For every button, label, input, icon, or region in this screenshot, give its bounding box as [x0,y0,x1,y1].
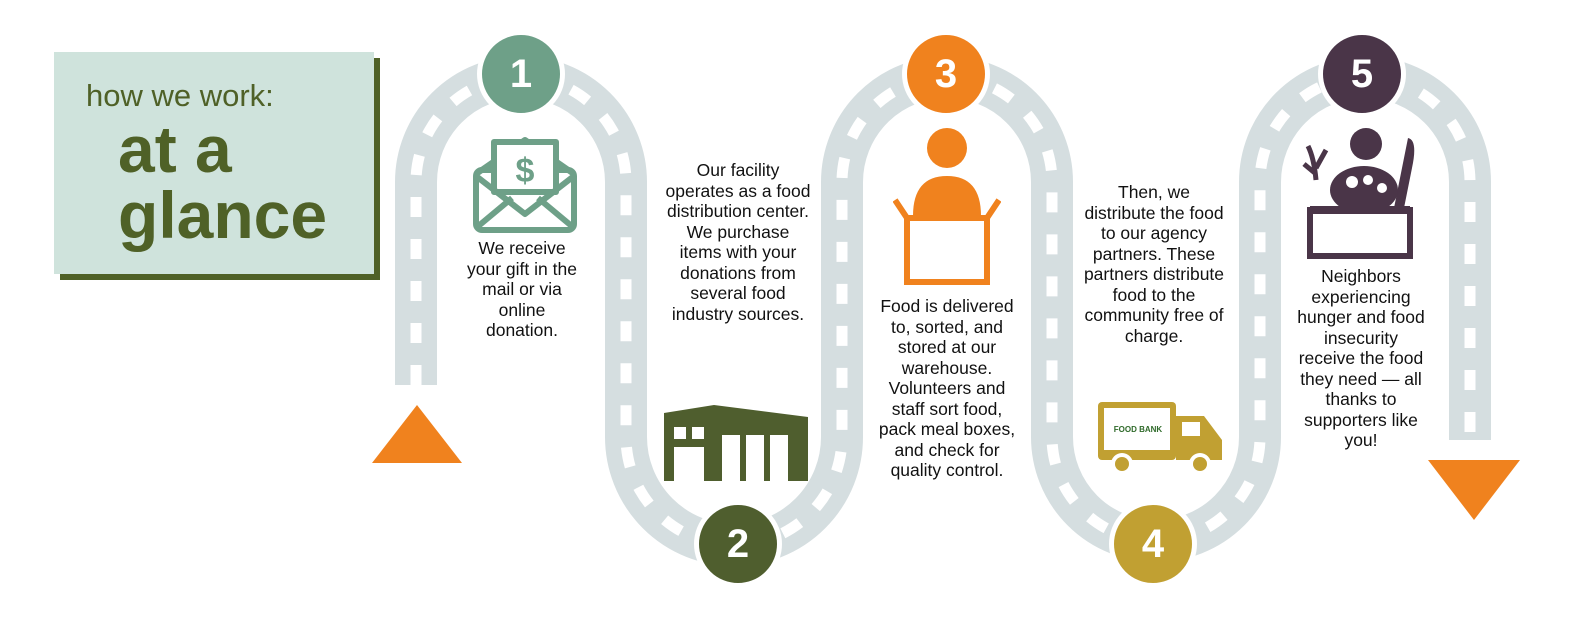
delivery-truck-icon: FOOD BANK [1098,402,1222,475]
start-arrow-icon [372,405,462,463]
envelope-dollar-icon: $ [473,137,577,233]
step-4-badge: 4 [1109,500,1197,588]
warehouse-icon [664,405,808,481]
grocery-box-icon [1302,128,1415,259]
step-3-text: Food is delivered to, sorted, and stored… [878,296,1016,480]
title-subheading: how we work: [86,78,274,113]
step-3-badge: 3 [902,30,990,118]
end-arrow-icon [1428,460,1520,520]
step-4-text: Then, we distribute the food to our agen… [1083,182,1225,346]
svg-text:$: $ [516,152,535,190]
step-1-badge: 1 [477,30,565,118]
step-2-badge: 2 [694,500,782,588]
food-bank-logo: FOOD BANK [1114,425,1163,434]
step-2-text: Our facility operates as a food distribu… [665,160,811,324]
person-box-icon [893,128,1001,285]
step-5-text: Neighbors experiencing hunger and food i… [1297,266,1425,450]
step-5-badge: 5 [1318,30,1406,118]
step-1-text: We receive your gift in the mail or via … [467,238,577,340]
